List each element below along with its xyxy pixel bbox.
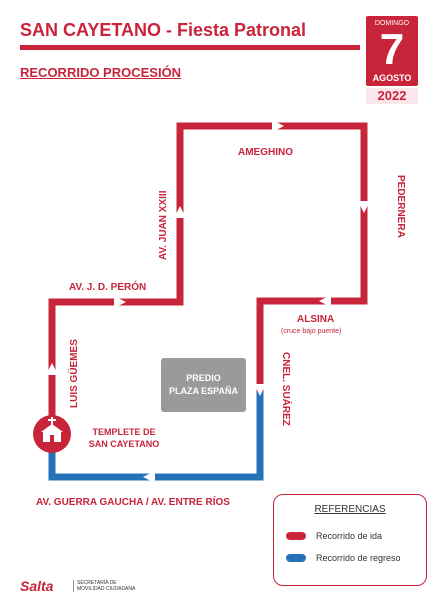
church-icon bbox=[33, 415, 71, 453]
street-pedernera: PEDERNERA bbox=[395, 175, 406, 238]
arrow-right-icon bbox=[272, 120, 284, 132]
legend-box: REFERENCIAS Recorrido de ida Recorrido d… bbox=[273, 494, 427, 586]
legend-label-outbound: Recorrido de ida bbox=[316, 531, 383, 541]
date-badge: DOMINGO 7 AGOSTO bbox=[366, 16, 418, 86]
legend-item-return: Recorrido de regreso bbox=[286, 551, 401, 565]
street-alsina-note: (cruce bajo puente) bbox=[281, 328, 341, 335]
arrow-up-icon bbox=[46, 363, 58, 375]
title-divider bbox=[20, 45, 360, 50]
street-ameghino: AMEGHINO bbox=[238, 147, 293, 158]
page-title: SAN CAYETANO - Fiesta Patronal bbox=[20, 20, 307, 40]
street-guemes: LUIS GÜEMES bbox=[67, 339, 80, 408]
date-year: 2022 bbox=[366, 88, 418, 104]
predio-line1: PREDIO bbox=[186, 373, 221, 383]
templete-line2: SAN CAYETANO bbox=[88, 439, 160, 449]
arrow-down-icon bbox=[254, 384, 266, 396]
predio-plaza-espana: PREDIO PLAZA ESPAÑA bbox=[161, 358, 246, 412]
arrow-down-icon bbox=[358, 201, 370, 213]
street-peron: AV. J. D. PERÓN bbox=[69, 280, 146, 293]
legend-title: REFERENCIAS bbox=[314, 504, 386, 515]
legend-swatch-outbound bbox=[286, 532, 306, 540]
templete-label: TEMPLETE DE SAN CAYETANO bbox=[74, 426, 174, 450]
legend-swatch-return bbox=[286, 554, 306, 562]
secretaria-label: SECRETARÍA DE MOVILIDAD CIUDADANA bbox=[73, 580, 135, 592]
templete-line1: TEMPLETE DE bbox=[92, 427, 156, 437]
arrow-up-icon bbox=[174, 206, 186, 218]
predio-line2: PLAZA ESPAÑA bbox=[168, 386, 238, 396]
route-subtitle: RECORRIDO PROCESIÓN bbox=[20, 65, 182, 80]
secretaria-line1: SECRETARÍA DE bbox=[77, 580, 117, 586]
arrow-left-icon bbox=[319, 295, 331, 307]
legend-item-outbound: Recorrido de ida bbox=[286, 529, 382, 543]
date-month: AGOSTO bbox=[372, 73, 412, 83]
street-alsina: ALSINA bbox=[297, 314, 334, 325]
street-suarez: CNEL. SUÁREZ bbox=[280, 352, 293, 426]
date-day-of-week: DOMINGO bbox=[374, 20, 410, 27]
arrow-right-icon bbox=[114, 296, 126, 308]
arrow-left-icon bbox=[143, 471, 155, 483]
salta-logo: Salta bbox=[20, 578, 54, 594]
secretaria-line2: MOVILIDAD CIUDADANA bbox=[77, 586, 136, 592]
street-juan-xxiii: AV. JUAN XXIII bbox=[158, 190, 169, 260]
street-guerra-gaucha: AV. GUERRA GAUCHA / AV. ENTRE RÍOS bbox=[36, 495, 230, 508]
legend-label-return: Recorrido de regreso bbox=[316, 553, 401, 563]
return-route bbox=[48, 392, 264, 481]
date-day: 7 bbox=[379, 25, 405, 74]
